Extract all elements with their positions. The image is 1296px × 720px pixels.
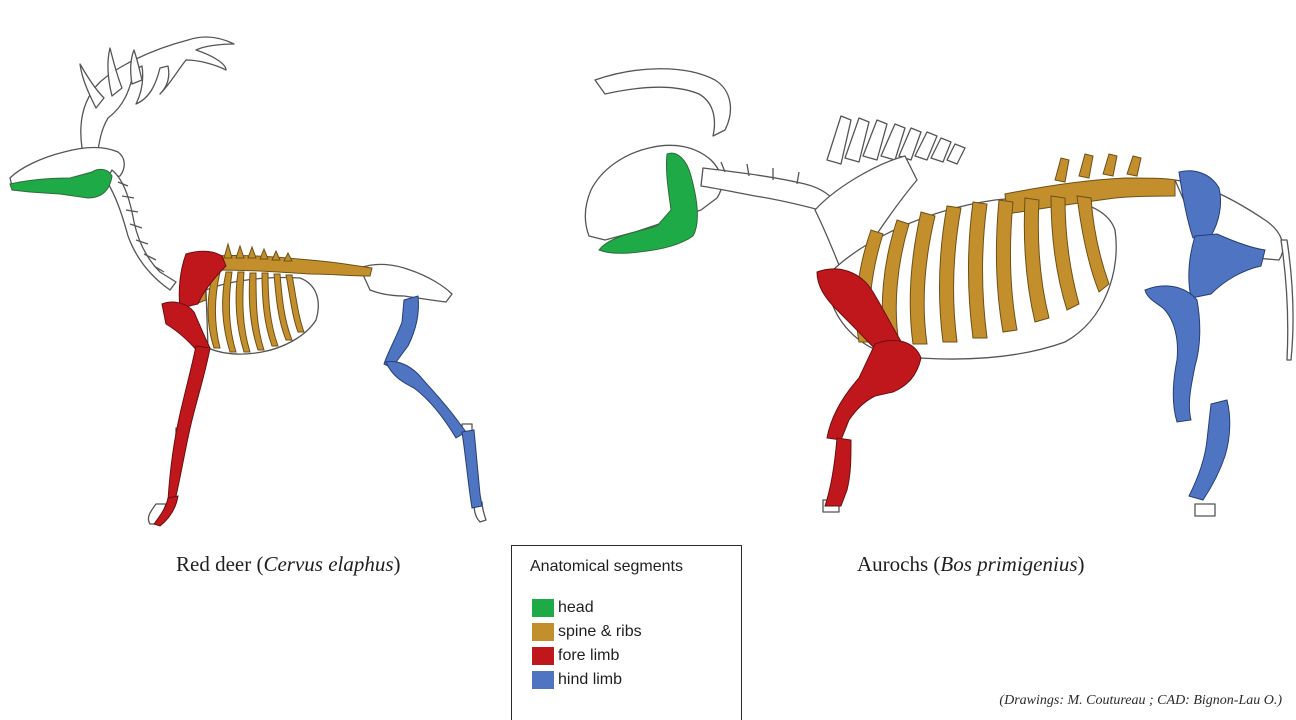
- pelvis: [360, 264, 452, 302]
- fore-limb-radius: [168, 346, 210, 500]
- legend-swatch-fore-limb: [532, 647, 554, 665]
- fore-limb-radius: [827, 340, 921, 440]
- red-deer-skeleton-figure: [0, 0, 500, 530]
- caption-latin-name: Cervus elaphus: [263, 552, 393, 576]
- aurochs-caption: Aurochs (Bos primigenius): [857, 552, 1085, 577]
- fore-limb-humerus: [162, 302, 210, 352]
- red-deer-caption: Red deer (Cervus elaphus): [176, 552, 401, 577]
- legend-item-spine-ribs: spine & ribs: [532, 622, 642, 642]
- antler: [81, 37, 234, 150]
- skull: [585, 145, 721, 240]
- legend-label: head: [558, 599, 594, 617]
- caption-common-name: Red deer (: [176, 552, 263, 576]
- legend-swatch-head: [532, 599, 554, 617]
- legend-label: hind limb: [558, 671, 622, 689]
- legend-label: spine & ribs: [558, 623, 642, 641]
- legend-label: fore limb: [558, 647, 619, 665]
- horn: [595, 69, 730, 136]
- legend-item-head: head: [532, 598, 594, 618]
- hind-limb-metatarsus: [1189, 400, 1230, 500]
- caption-common-name: Aurochs (: [857, 552, 940, 576]
- neck-vertebrae: [701, 168, 837, 212]
- drawing-credit: (Drawings: M. Coutureau ; CAD: Bignon-La…: [999, 693, 1282, 709]
- legend-swatch-hind-limb: [532, 671, 554, 689]
- aurochs-skeleton-drawing: [575, 60, 1296, 530]
- hind-limb-tibia: [1145, 286, 1200, 422]
- hind-limb-tibia: [386, 362, 466, 439]
- aurochs-skeleton-figure: [575, 60, 1296, 530]
- legend-box: Anatomical segments head spine & ribs fo…: [511, 545, 742, 720]
- caption-close: ): [1078, 552, 1085, 576]
- legend-swatch-spine-ribs: [532, 623, 554, 641]
- legend-title: Anatomical segments: [530, 558, 683, 576]
- caption-latin-name: Bos primigenius: [940, 552, 1077, 576]
- legend-item-fore-limb: fore limb: [532, 646, 619, 666]
- neck-vertebrae: [106, 170, 176, 290]
- legend-item-hind-limb: hind limb: [532, 670, 622, 690]
- fore-limb-metacarpus: [825, 438, 851, 506]
- hind-limb-femur: [384, 296, 419, 368]
- hind-limb-ilium: [1179, 171, 1221, 238]
- hind-limb-metatarsus: [462, 430, 482, 508]
- caption-close: ): [394, 552, 401, 576]
- red-deer-skeleton-drawing: [0, 0, 500, 530]
